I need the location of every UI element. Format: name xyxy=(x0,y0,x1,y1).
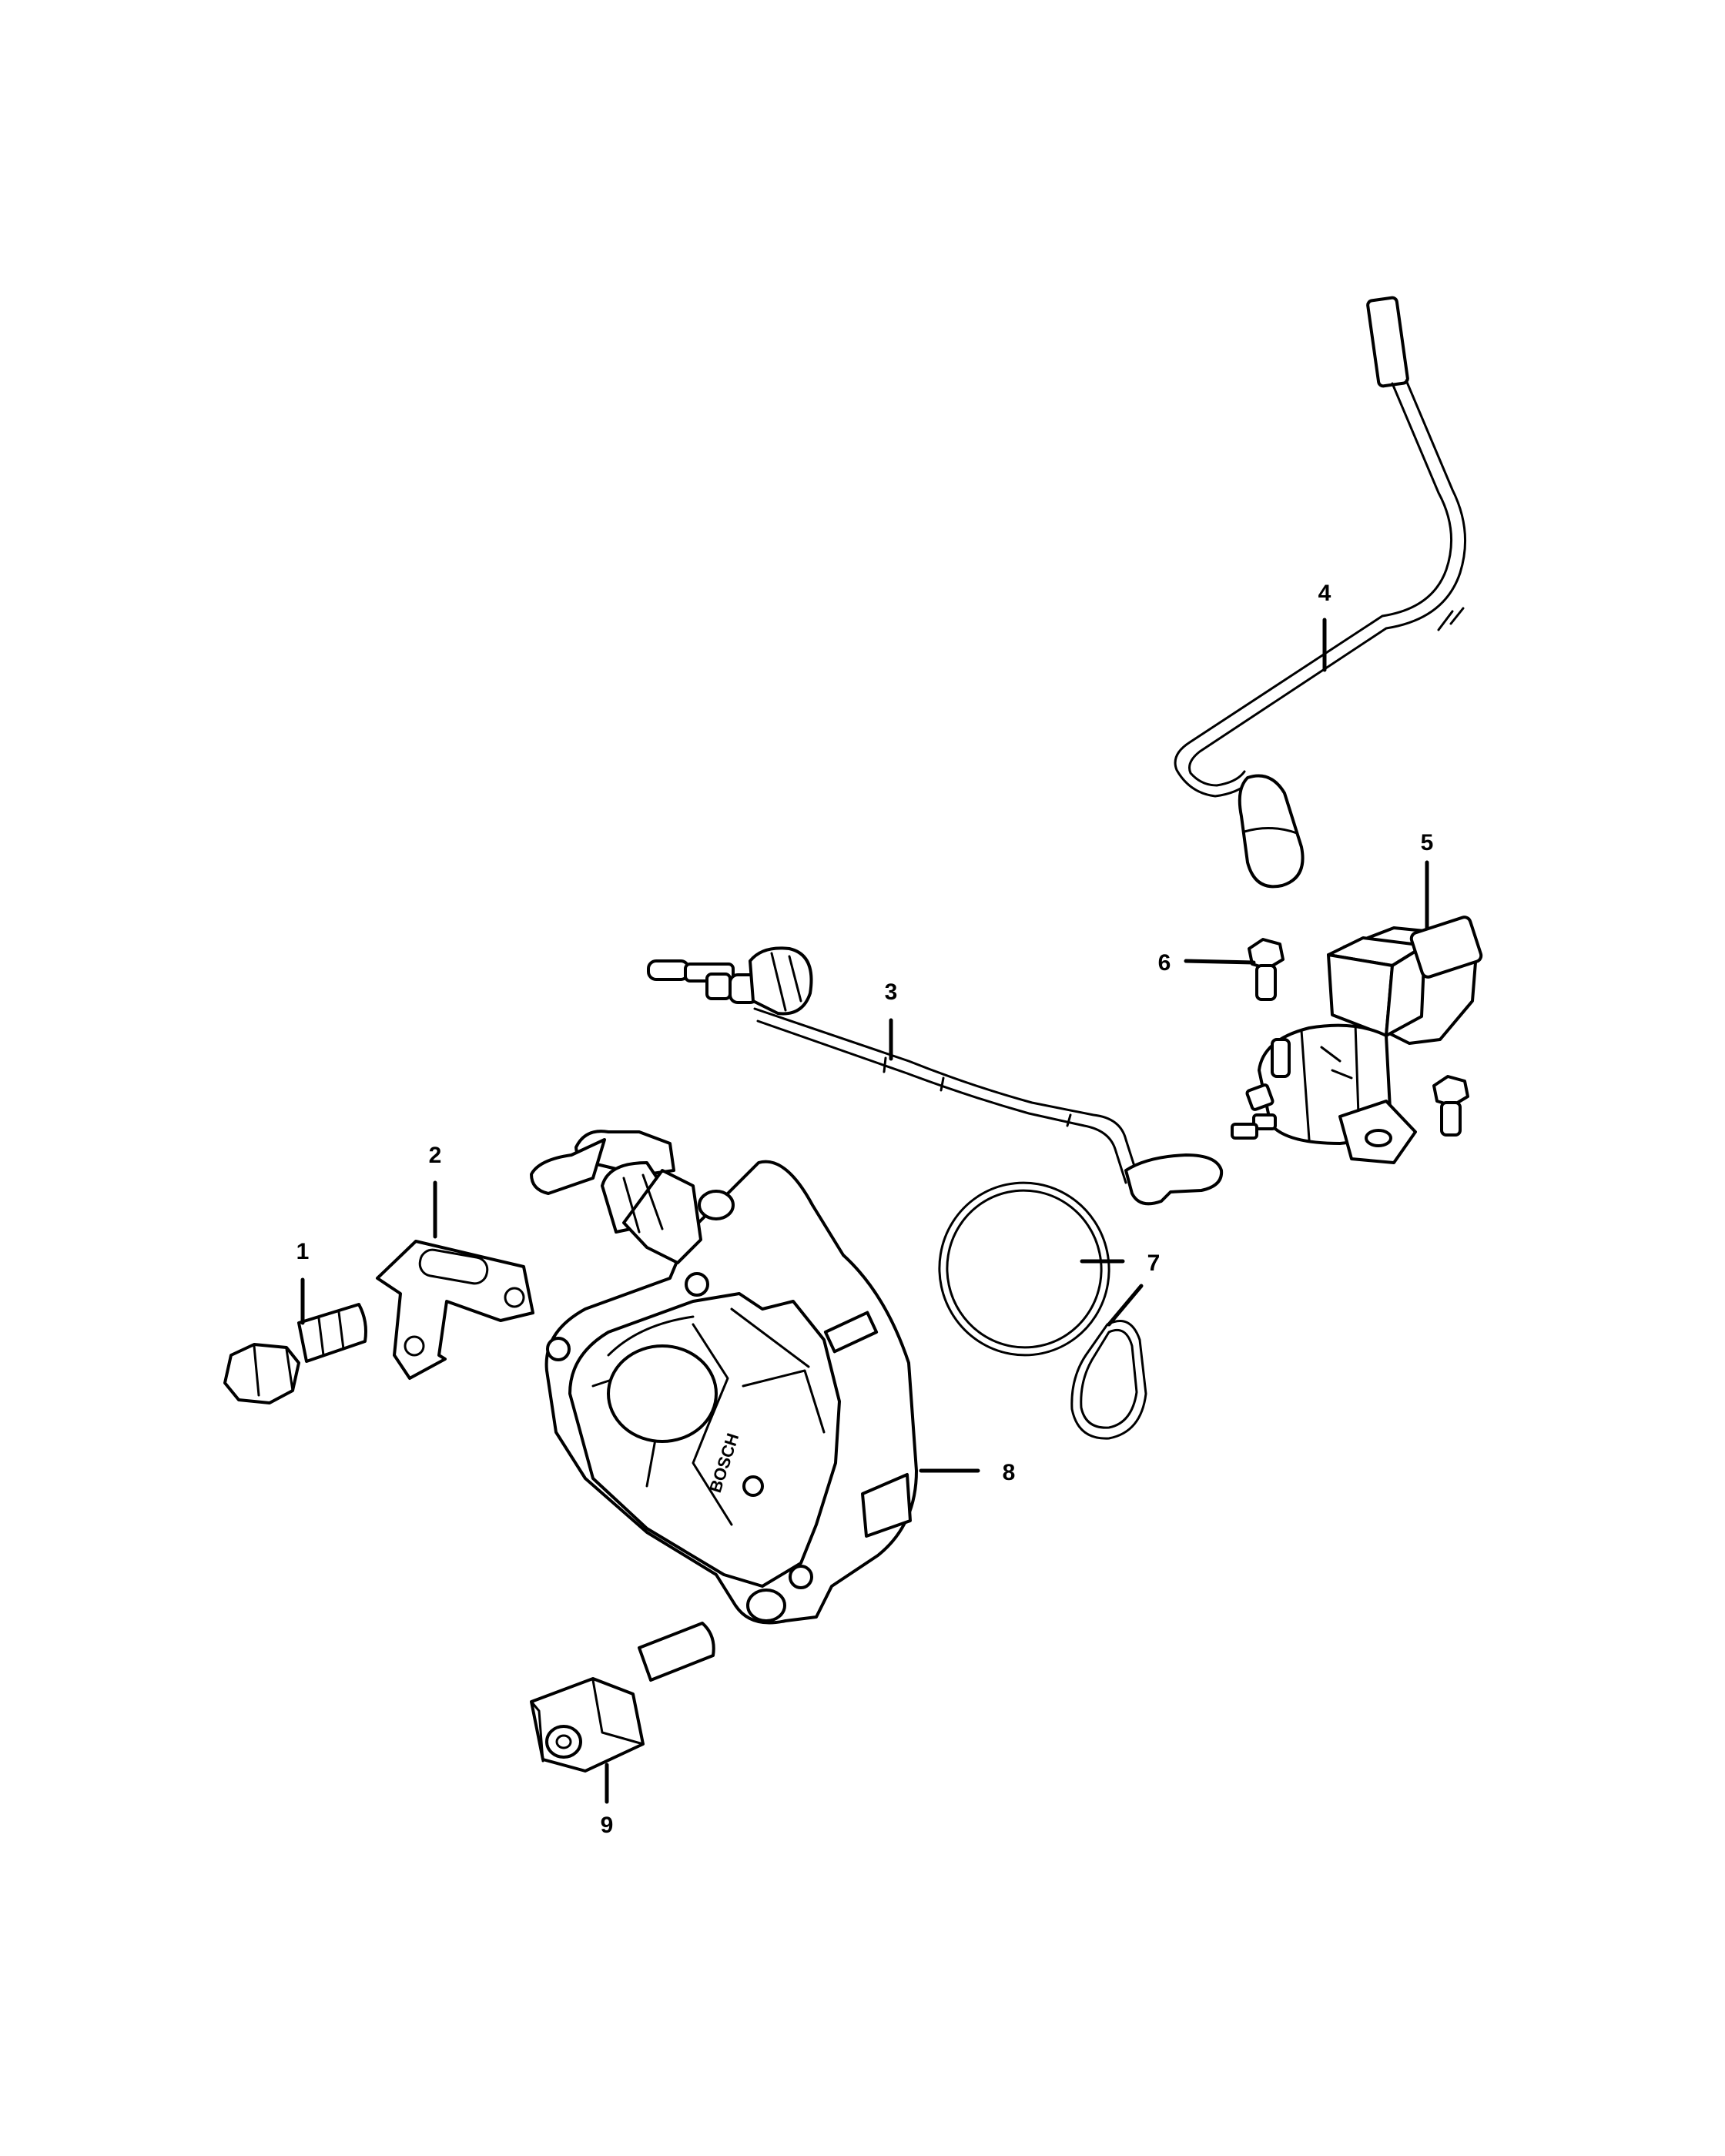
part-3-vacuum-line xyxy=(647,946,1224,1206)
part-9-adapter-fitting xyxy=(530,1622,715,1773)
callout-5: 5 xyxy=(1421,830,1434,855)
part-4-vacuum-hose xyxy=(1174,296,1467,889)
part-6-solenoid-bolt xyxy=(1248,938,1285,1001)
part-6-second-bolt xyxy=(1432,1075,1469,1137)
callout-3: 3 xyxy=(885,979,898,1005)
callout-7: 7 xyxy=(1147,1250,1161,1276)
callout-1: 1 xyxy=(296,1239,310,1264)
part-5-vacuum-solenoid xyxy=(1231,916,1483,1164)
leader-7b xyxy=(1107,1284,1144,1327)
part-7-large-o-ring xyxy=(938,1181,1110,1357)
callout-4: 4 xyxy=(1318,581,1331,606)
part-8-vacuum-pump: BOSCH xyxy=(530,1130,918,1625)
part-7-small-o-ring xyxy=(1070,1320,1147,1440)
part-2-bracket xyxy=(376,1240,534,1380)
callout-labels: 1 2 3 4 5 6 7 8 9 xyxy=(296,581,1434,1838)
part-1-bolt xyxy=(223,1303,367,1404)
callout-2: 2 xyxy=(429,1143,442,1168)
leader-6 xyxy=(1184,959,1256,965)
leader-lines xyxy=(300,618,1429,1804)
callout-8: 8 xyxy=(1003,1460,1016,1485)
callout-6: 6 xyxy=(1158,950,1171,976)
callout-9: 9 xyxy=(601,1813,614,1838)
